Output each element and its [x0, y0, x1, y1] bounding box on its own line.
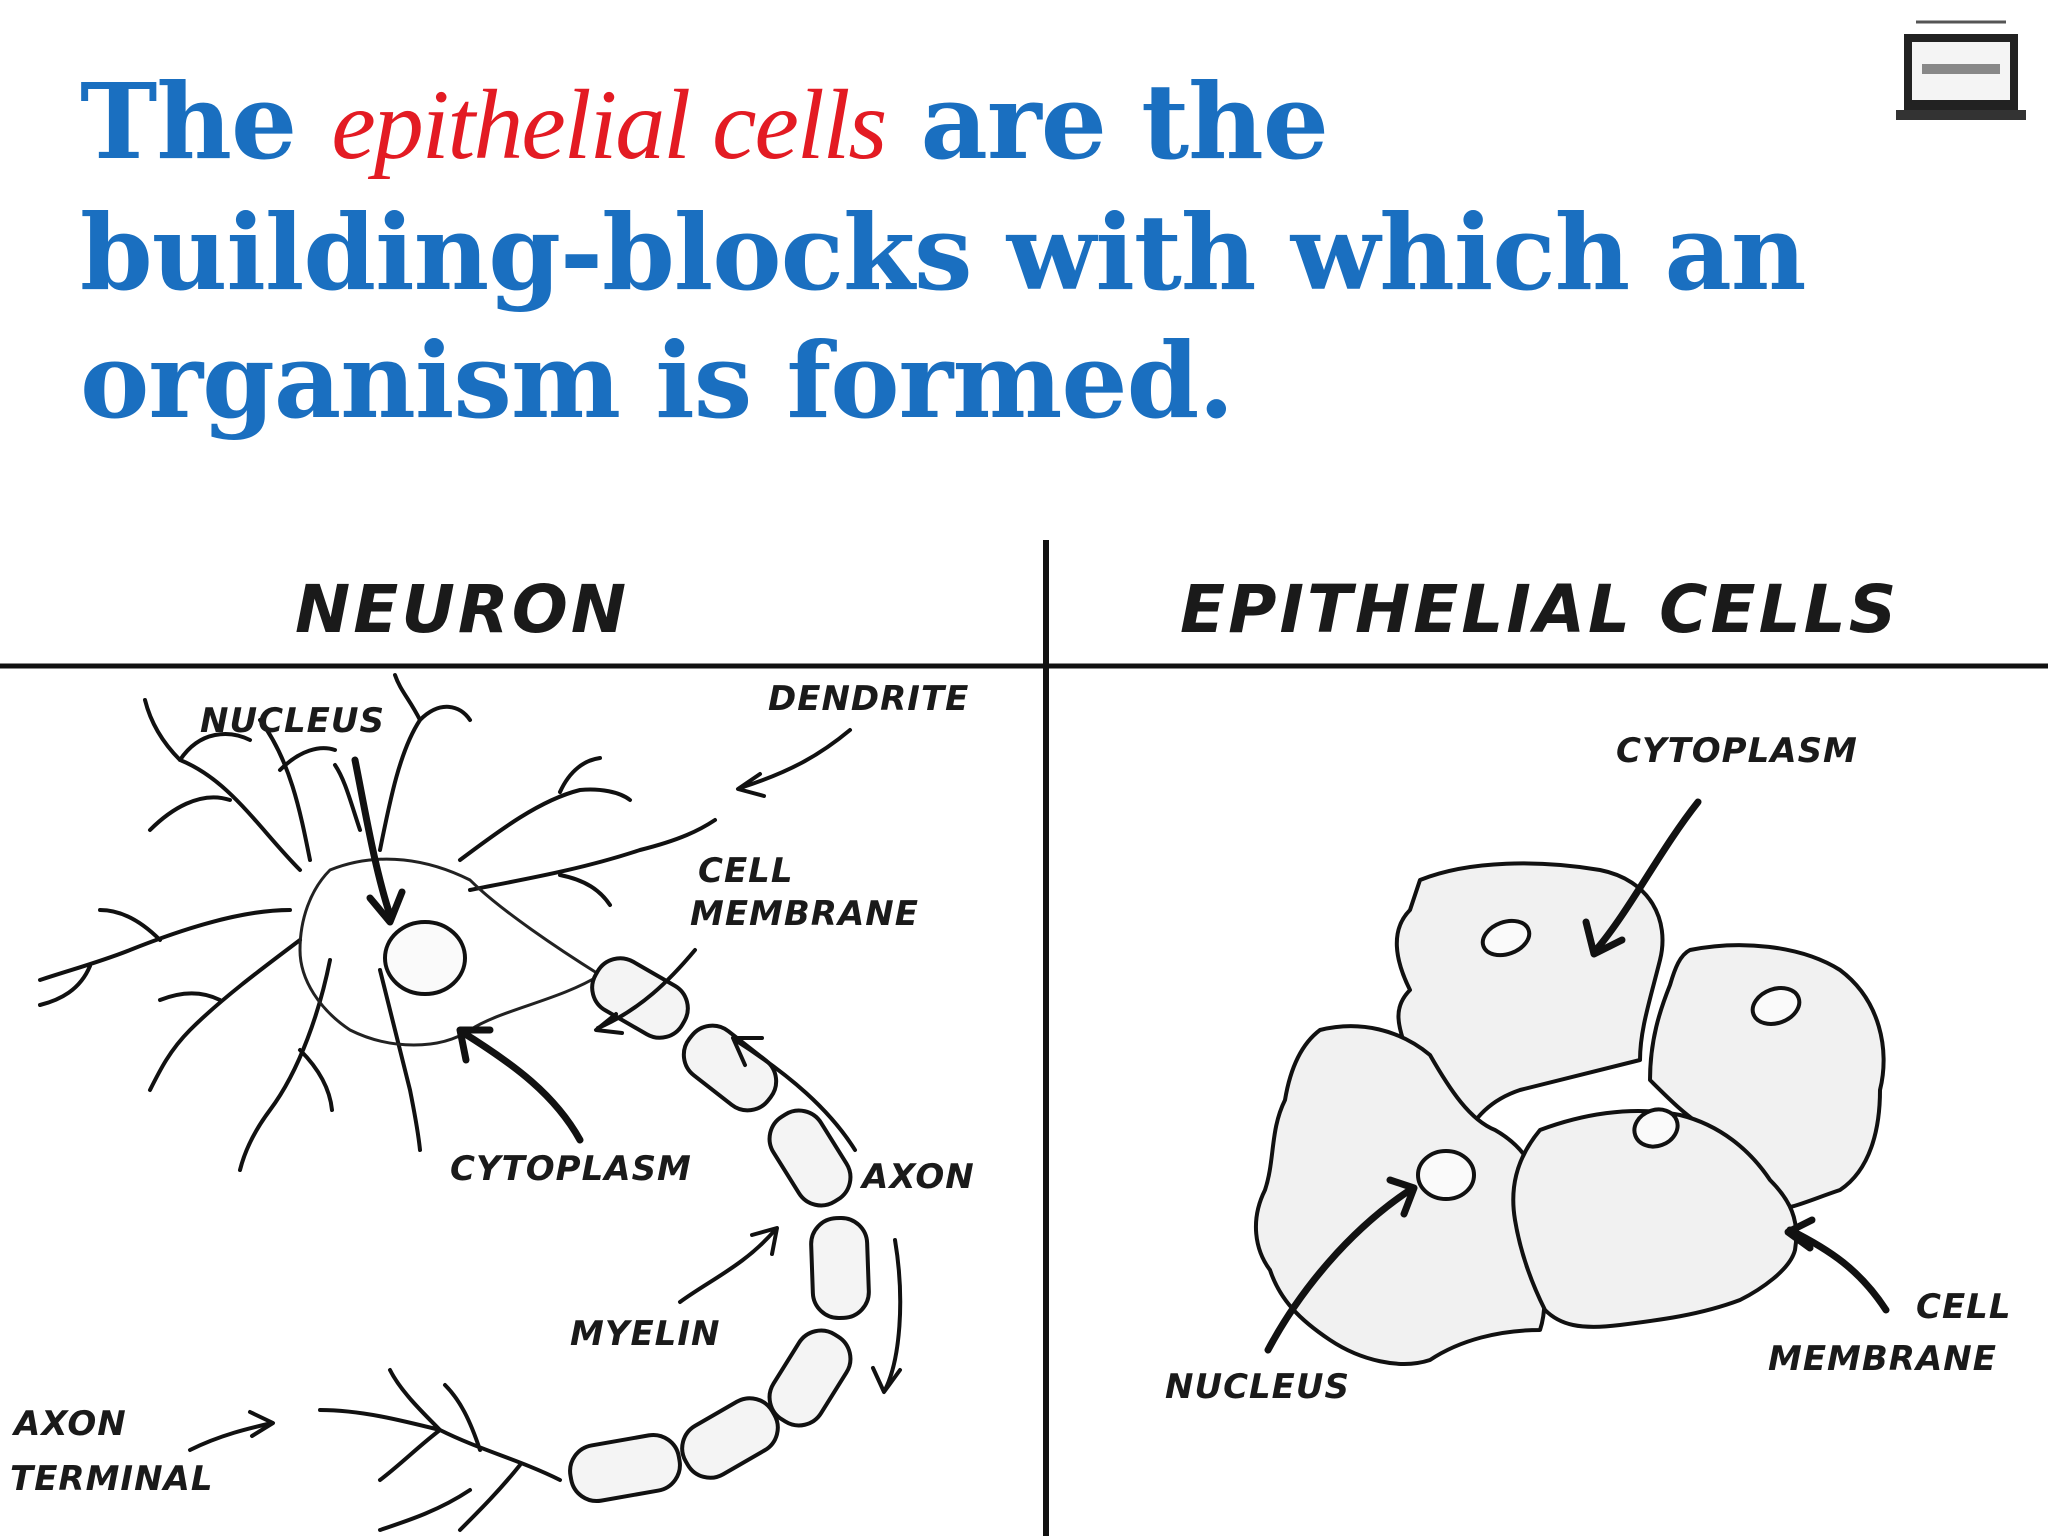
- headline-part1: The: [80, 60, 332, 183]
- label-epi-cell: CELL: [1916, 1287, 2012, 1327]
- label-neuron-cell: CELL: [698, 851, 794, 891]
- label-epi-nucleus: NUCLEUS: [1165, 1367, 1350, 1407]
- label-epi-membrane: MEMBRANE: [1768, 1339, 1997, 1379]
- label-axon: AXON: [859, 1157, 975, 1197]
- label-myelin: MYELIN: [570, 1314, 720, 1354]
- arrow-dendrite: [738, 728, 852, 790]
- cell-diagram: NEURON EPITHELIAL CELLS: [0, 540, 2048, 1536]
- arrow-epi-membrane: [1786, 1226, 1890, 1314]
- arrow-nucleus: [351, 756, 394, 919]
- epithelial-cell-top: [1394, 861, 1665, 1152]
- neuron-nucleus: [383, 920, 467, 996]
- arrow-cytoplasm: [458, 1028, 584, 1144]
- headline-accent: epithelial cells: [331, 69, 887, 180]
- label-axon-terminal-2: TERMINAL: [10, 1459, 214, 1499]
- epithelial-title: EPITHELIAL CELLS: [1180, 571, 1899, 648]
- arrow-epi-nucleus: [1264, 1186, 1414, 1354]
- arrow-axon-terminal: [188, 1421, 274, 1452]
- headline: The epithelial cells are the building-bl…: [80, 58, 1880, 445]
- arrow-cell-membrane: [596, 948, 697, 1030]
- neuron-title: NEURON: [295, 571, 629, 648]
- headline-part2: are the building-blocks with which an or…: [80, 60, 1806, 442]
- nucleus-center: [1632, 1107, 1680, 1149]
- nucleus-right: [1750, 986, 1802, 1026]
- arrow-epi-cytoplasm: [1592, 798, 1702, 954]
- neuron-drawing: [38, 673, 903, 1532]
- nucleus-left: [1416, 1149, 1476, 1201]
- label-epi-cytoplasm: CYTOPLASM: [1616, 731, 1858, 771]
- epithelial-drawing: [1253, 798, 1890, 1366]
- epithelial-cell-center: [1511, 1109, 1799, 1329]
- nucleus-top: [1480, 918, 1532, 958]
- arrow-axon-up: [733, 1038, 857, 1152]
- label-dendrite: DENDRITE: [768, 679, 969, 719]
- label-axon-terminal-1: AXON: [11, 1404, 127, 1444]
- label-neuron-membrane: MEMBRANE: [690, 894, 919, 934]
- arrow-axon-down: [883, 1238, 903, 1392]
- axon-myelin: [568, 956, 871, 1504]
- laptop-logo-icon: [1896, 14, 2026, 130]
- label-neuron-nucleus: NUCLEUS: [200, 701, 385, 741]
- arrow-myelin: [678, 1228, 777, 1304]
- label-neuron-cytoplasm: CYTOPLASM: [450, 1149, 692, 1189]
